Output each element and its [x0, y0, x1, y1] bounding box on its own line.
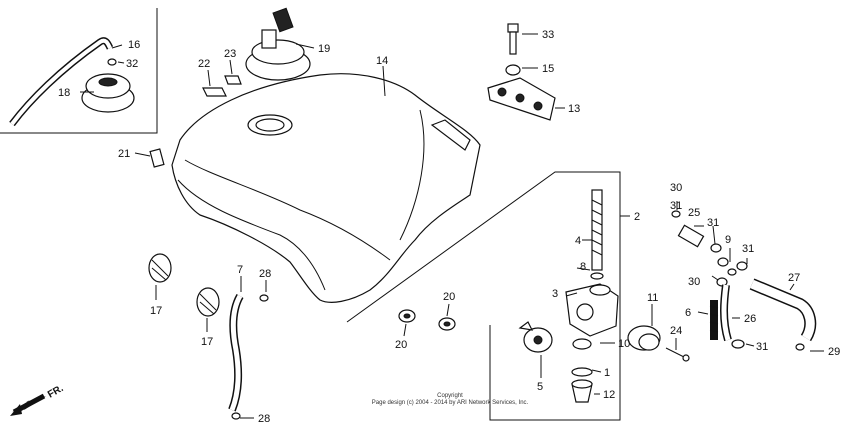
callout-1: 1	[604, 367, 610, 379]
callout-8: 8	[580, 261, 586, 273]
callout-labels: 16 32 18 19 22 23 14 21 33 15 13 2 4 8 3…	[58, 29, 840, 425]
damper-17b	[196, 287, 220, 317]
clip-28a	[259, 294, 269, 302]
callout-2: 2	[634, 211, 640, 223]
copyright-line-2: Page design (c) 2004 - 2014 by ARI Netwo…	[371, 400, 529, 406]
bolt-33	[507, 23, 519, 55]
rubber-20b	[438, 317, 456, 331]
callout-13: 13	[568, 103, 580, 115]
clip-31c	[731, 339, 745, 349]
callout-27: 27	[788, 272, 800, 284]
rubber-20a	[398, 309, 416, 323]
fuel-cap-18	[81, 73, 135, 113]
callout-22: 22	[198, 58, 210, 70]
gasket-10	[572, 338, 592, 350]
callout-3: 3	[552, 288, 558, 300]
callout-17b: 17	[201, 336, 213, 348]
clip-31a	[710, 243, 722, 253]
callout-14: 14	[376, 55, 388, 67]
copyright-line-1: Copyright	[437, 393, 463, 399]
callout-15: 15	[542, 63, 554, 75]
o-ring-8	[590, 272, 604, 280]
callout-24: 24	[670, 325, 682, 337]
callout-20b: 20	[443, 291, 455, 303]
callout-7: 7	[237, 264, 243, 276]
callout-19: 19	[318, 43, 330, 55]
inset-frame	[0, 8, 158, 134]
leader-lines	[80, 33, 824, 419]
callout-30a: 30	[670, 182, 682, 194]
callout-26: 26	[744, 313, 756, 325]
callout-33: 33	[542, 29, 554, 41]
callout-28b: 28	[258, 413, 270, 425]
joint-25	[677, 224, 705, 248]
clip-28b	[231, 412, 241, 420]
o-ring-1	[571, 367, 593, 377]
front-label: FR.	[46, 383, 66, 401]
callout-31d: 31	[756, 341, 768, 353]
callout-12: 12	[603, 389, 615, 401]
mount-bracket-13	[487, 77, 556, 121]
front-arrow-icon: FR.	[10, 383, 66, 416]
callout-5: 5	[537, 381, 543, 393]
callout-6: 6	[685, 307, 691, 319]
callout-28a: 28	[259, 268, 271, 280]
valve-lever-5	[518, 321, 553, 353]
valve-knob-11	[627, 325, 661, 351]
callout-23: 23	[224, 48, 236, 60]
petcock-group-frame	[346, 171, 621, 421]
copyright-notice: Copyright Page design (c) 2004 - 2014 by…	[300, 393, 600, 407]
callout-31b: 31	[707, 217, 719, 229]
damper-17a	[148, 253, 172, 283]
clip-31d	[671, 210, 681, 218]
hose-27	[749, 278, 817, 342]
callout-31a: 31	[670, 200, 682, 212]
callout-17a: 17	[150, 305, 162, 317]
clip-30a	[717, 257, 729, 267]
screw-24	[665, 347, 690, 362]
callout-25: 25	[688, 207, 700, 219]
callout-31c: 31	[742, 243, 754, 255]
clip-9	[727, 268, 737, 276]
callout-20a: 20	[395, 339, 407, 351]
callout-4: 4	[575, 235, 581, 247]
clip-29	[795, 343, 805, 351]
strainer-4	[591, 189, 603, 271]
callout-30b: 30	[688, 276, 700, 288]
callout-18: 18	[58, 87, 70, 99]
callout-29: 29	[828, 346, 840, 358]
collar-15	[505, 64, 521, 76]
callout-21: 21	[118, 148, 130, 160]
hose-6	[709, 300, 719, 340]
clip-31b	[736, 261, 748, 271]
callout-9: 9	[725, 234, 731, 246]
callout-11: 11	[647, 292, 658, 304]
fuel-tank-14	[171, 73, 481, 303]
sediment-cup-12	[571, 379, 593, 403]
callout-32: 32	[126, 58, 138, 70]
label-23	[224, 75, 242, 85]
clip-32	[107, 58, 117, 66]
label-22	[202, 87, 227, 97]
label-21	[149, 148, 165, 168]
fuel-valve-3	[565, 283, 619, 337]
fuel-cap-19	[245, 7, 311, 81]
callout-16: 16	[128, 39, 140, 51]
callout-10: 10	[618, 338, 630, 350]
